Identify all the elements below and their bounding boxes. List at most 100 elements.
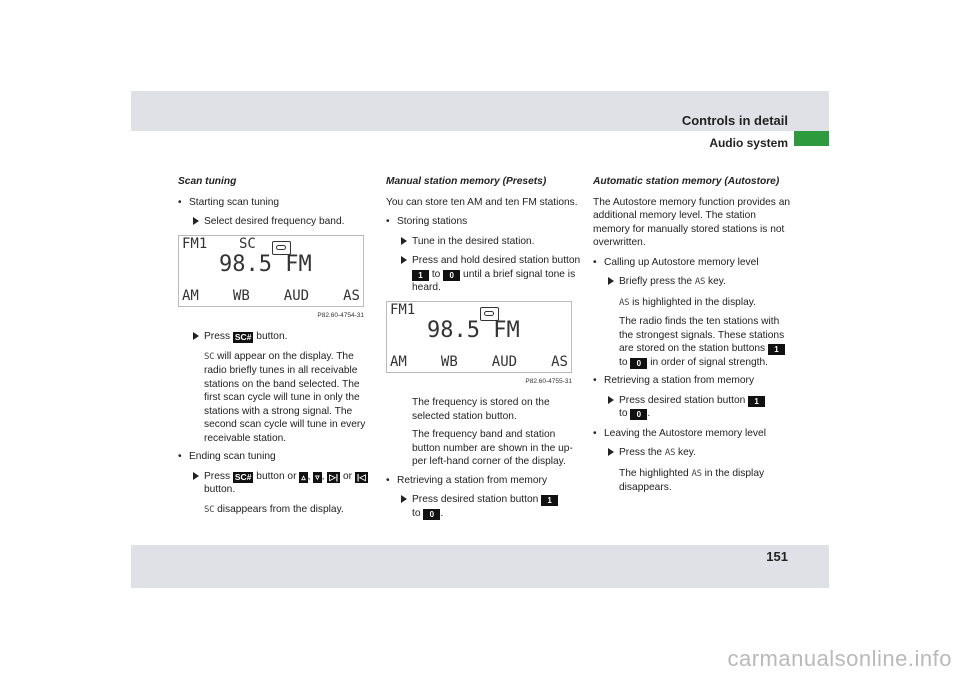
figure-code: P82.60-4755-31: [525, 377, 572, 385]
step-hold-button: Press and hold desired station button 1 …: [386, 254, 582, 295]
column-scan-tuning: Scan tuning Starting scan tuning Select …: [178, 175, 373, 522]
up-key-icon: ▵: [299, 471, 308, 483]
info-text: in the display disappears.: [619, 467, 765, 494]
display-sc-text: SC: [204, 351, 215, 362]
key-0-icon: 0: [630, 357, 648, 369]
display-as-text: AS: [619, 297, 630, 308]
as-key-text: AS: [694, 277, 706, 287]
step-text: until a brief signal tone is heard.: [412, 268, 576, 294]
header-band: [131, 91, 829, 131]
intro-manual-memory: You can store ten AM and ten FM stations…: [386, 196, 578, 208]
info-as-highlighted: AS is highlighted in the display.: [593, 296, 793, 311]
radio-display-figure: FM1 SC 98.5 FM AM WB AUD AS: [178, 234, 364, 307]
step-text: Briefly press the: [619, 276, 693, 287]
lcd-bottom-row: AM WB AUD AS: [182, 288, 360, 304]
lcd-as: AS: [551, 354, 568, 370]
bullet-retrieving-station: Retrieving a station from memory: [386, 474, 582, 488]
key-1-icon: 1: [748, 395, 766, 407]
cassette-icon: [480, 306, 499, 321]
arrow-icon: [608, 395, 614, 404]
arrow-icon: [608, 448, 614, 456]
step-text: button.: [204, 484, 236, 495]
lcd-am: AM: [182, 288, 199, 304]
info-scan: SC will appear on the display. The radio…: [178, 350, 373, 446]
step-select-band: Select desired frequency band.: [178, 215, 373, 229]
key-0-icon: 0: [443, 269, 461, 281]
heading-autostore: Automatic station memory (Autostore): [593, 176, 780, 187]
heading-scan-tuning: Scan tuning: [178, 176, 237, 187]
info-text: to: [619, 356, 628, 368]
step-text: Press: [204, 470, 231, 482]
step-text: to: [412, 507, 421, 519]
heading-manual-memory: Manual station memory (Presets): [386, 176, 547, 187]
arrow-icon: [401, 495, 407, 503]
lcd-wb: WB: [232, 288, 250, 304]
down-key-icon: ▿: [313, 471, 322, 483]
sc-key-icon: SC#: [232, 471, 254, 483]
section-tab-marker: [794, 131, 829, 146]
prev-key-icon: |◁: [354, 471, 368, 483]
lcd-aud: AUD: [491, 354, 518, 370]
next-key-icon: ▷|: [327, 471, 341, 483]
step-tune-station: Tune in the desired station.: [386, 235, 582, 249]
step-press-as-leave: Press the AS key.: [593, 446, 793, 461]
lcd-band: FM1: [182, 235, 208, 252]
step-press-as: Briefly press the AS key.: [593, 275, 793, 290]
arrow-icon: [193, 332, 199, 340]
lcd-sc: SC: [239, 235, 256, 252]
step-text: button or: [256, 470, 297, 482]
step-text: to: [431, 268, 441, 280]
bullet-storing-stations: Storing stations: [386, 215, 582, 229]
arrow-icon: [401, 256, 407, 264]
arrow-icon: [193, 217, 199, 225]
info-radio-finds: The radio finds the ten stations with th…: [593, 315, 793, 369]
step-text: Press: [204, 331, 231, 342]
step-text: .: [440, 507, 444, 519]
step-press-station: Press desired station button 1 to 0.: [386, 493, 582, 520]
info-as-disappears: The highlighted AS in the display disapp…: [593, 467, 793, 495]
info-text: The radio finds the ten stations with th…: [619, 316, 785, 354]
step-text: Press desired station button: [412, 494, 539, 505]
key-0-icon: 0: [630, 409, 648, 420]
sc-key-icon: SC#: [232, 332, 254, 343]
lcd-as: AS: [343, 288, 360, 304]
bullet-starting-scan: Starting scan tuning: [178, 196, 373, 210]
cassette-icon: [272, 240, 291, 255]
column-autostore: Automatic station memory (Autostore) The…: [593, 175, 793, 500]
key-1-icon: 1: [541, 495, 559, 506]
display-as-text: AS: [691, 468, 703, 479]
key-0-icon: 0: [423, 508, 441, 520]
step-text: Select desired frequency band.: [204, 216, 345, 227]
radio-display-figure: FM1 98.5 FM AM WB AUD AS: [386, 300, 572, 373]
step-text: Press desired station button: [619, 394, 746, 406]
info-text: The highlighted: [619, 467, 689, 479]
step-text: key.: [677, 447, 696, 458]
step-text: Press and hold desired station button: [412, 255, 581, 266]
figure-code: P82.60-4754-31: [317, 311, 364, 319]
bullet-calling-autostore: Calling up Autostore memory level: [593, 256, 793, 270]
as-key-text: AS: [664, 448, 676, 458]
arrow-icon: [608, 277, 614, 285]
header-section: Audio system: [709, 136, 788, 150]
lcd-band: FM1: [390, 301, 416, 318]
step-press-sc: Press SC# button.: [178, 330, 373, 344]
step-end-scan: Press SC# button or ▵, ▿, ▷| or |◁ butto…: [178, 470, 373, 497]
header-title: Controls in detail: [681, 113, 788, 128]
lcd-frequency: 98.5 FM: [427, 317, 520, 343]
lcd-frequency: 98.5 FM: [219, 251, 312, 277]
footer-band: [131, 545, 829, 588]
lcd-wb: WB: [440, 354, 458, 370]
step-text: or: [343, 470, 353, 482]
info-band-shown: The frequency band and station button nu…: [412, 429, 573, 467]
key-1-icon: 1: [767, 344, 785, 355]
info-text: disappears from the display.: [217, 503, 344, 515]
bullet-ending-scan: Ending scan tuning: [178, 450, 373, 464]
arrow-icon: [193, 471, 199, 480]
lcd-bottom-row: AM WB AUD AS: [390, 354, 568, 370]
intro-autostore: The Autostore memory function provides a…: [593, 196, 791, 249]
info-text: will appear on the display. The radio br…: [204, 350, 366, 444]
step-text: .: [647, 408, 651, 419]
bullet-retrieving-autostore: Retrieving a station from memory: [593, 374, 793, 388]
arrow-icon: [401, 236, 407, 245]
